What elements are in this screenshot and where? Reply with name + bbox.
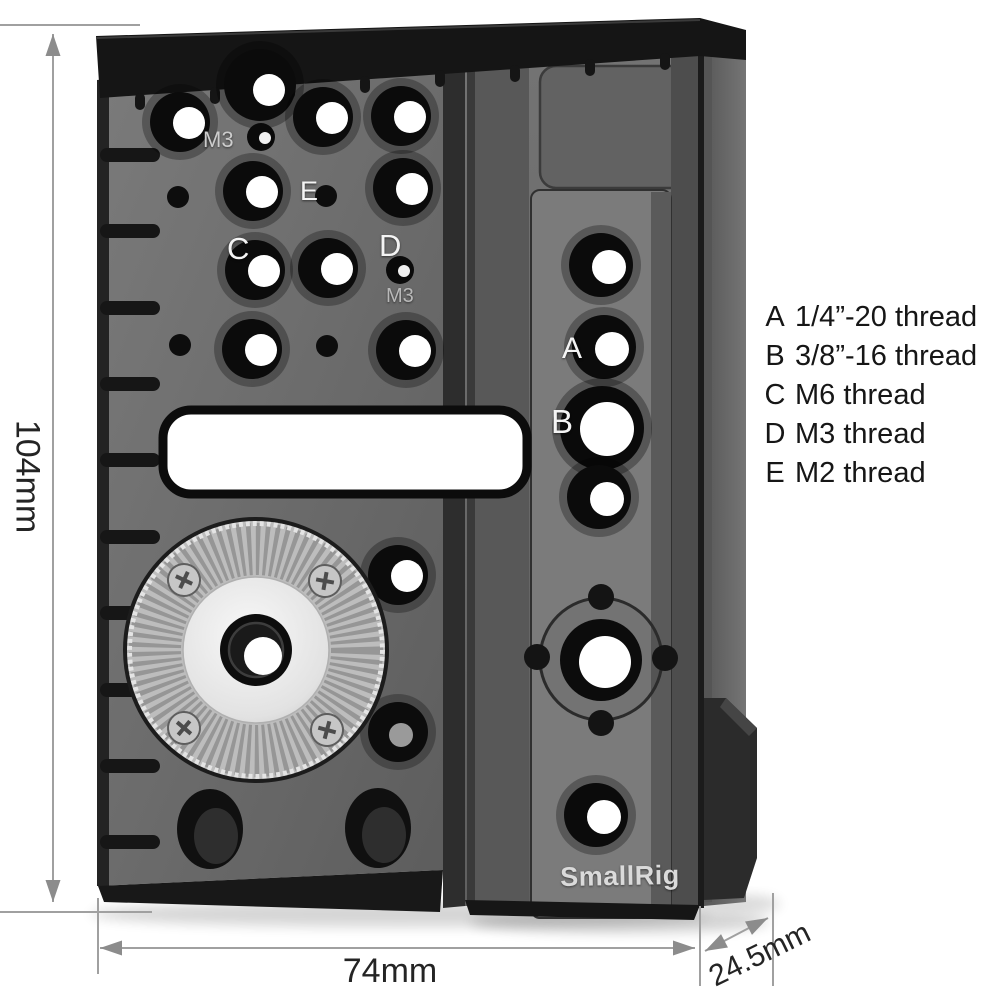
rosette-mount bbox=[123, 517, 389, 783]
tripod-boss bbox=[524, 584, 678, 736]
rosette-screw bbox=[310, 713, 344, 747]
legend-row: E M2 thread bbox=[755, 457, 977, 496]
plate-label-e: E bbox=[300, 176, 319, 206]
plate-label-m3-mid: M3 bbox=[386, 285, 414, 307]
legend-row: A 1/4”-20 thread bbox=[755, 301, 977, 340]
plate-label-m3-top: M3 bbox=[203, 127, 234, 152]
mounting-holes-left bbox=[142, 41, 444, 869]
dim-arrowhead bbox=[745, 918, 768, 935]
legend-key: B bbox=[765, 340, 785, 372]
plate-label-b: B bbox=[551, 403, 574, 440]
plate-width-label: 74mm bbox=[342, 952, 438, 990]
right-side-wall bbox=[704, 28, 757, 906]
rosette-screw bbox=[308, 564, 342, 598]
plate-label-c: C bbox=[227, 231, 250, 266]
rosette-screw bbox=[167, 711, 201, 745]
dimension-annotations bbox=[0, 24, 774, 986]
legend-desc: 1/4”-20 thread bbox=[795, 301, 978, 333]
bottom-foot bbox=[704, 698, 757, 900]
legend-desc: M6 thread bbox=[795, 379, 926, 411]
legend-desc: M2 thread bbox=[795, 457, 926, 489]
legend-row: C M6 thread bbox=[755, 379, 977, 418]
through-slot bbox=[158, 405, 532, 499]
thread-legend: A 1/4”-20 thread B 3/8”-16 thread C M6 t… bbox=[755, 301, 978, 496]
legend-key: E bbox=[765, 457, 785, 489]
legend-row: D M3 thread bbox=[755, 418, 977, 457]
rosette-screw bbox=[167, 563, 201, 597]
dim-arrowhead bbox=[100, 940, 122, 956]
legend-key: C bbox=[764, 379, 786, 411]
plate-height-label: 104mm bbox=[8, 419, 47, 534]
legend-desc: M3 thread bbox=[795, 418, 926, 450]
legend-key: D bbox=[764, 418, 786, 450]
dim-arrowhead bbox=[45, 34, 61, 56]
bottom-bevel bbox=[98, 870, 443, 912]
dim-arrowhead bbox=[705, 934, 728, 951]
brand-label: SmallRig bbox=[559, 859, 681, 893]
mounting-holes-rail bbox=[524, 225, 678, 855]
legend-key: A bbox=[765, 301, 785, 333]
legend-desc: 3/8”-16 thread bbox=[795, 340, 978, 372]
legend-row: B 3/8”-16 thread bbox=[755, 340, 977, 379]
dim-arrowhead bbox=[45, 880, 61, 902]
plate-label-a: A bbox=[562, 332, 583, 365]
plate-label-d: D bbox=[379, 228, 402, 263]
dim-arrowhead bbox=[673, 940, 695, 956]
